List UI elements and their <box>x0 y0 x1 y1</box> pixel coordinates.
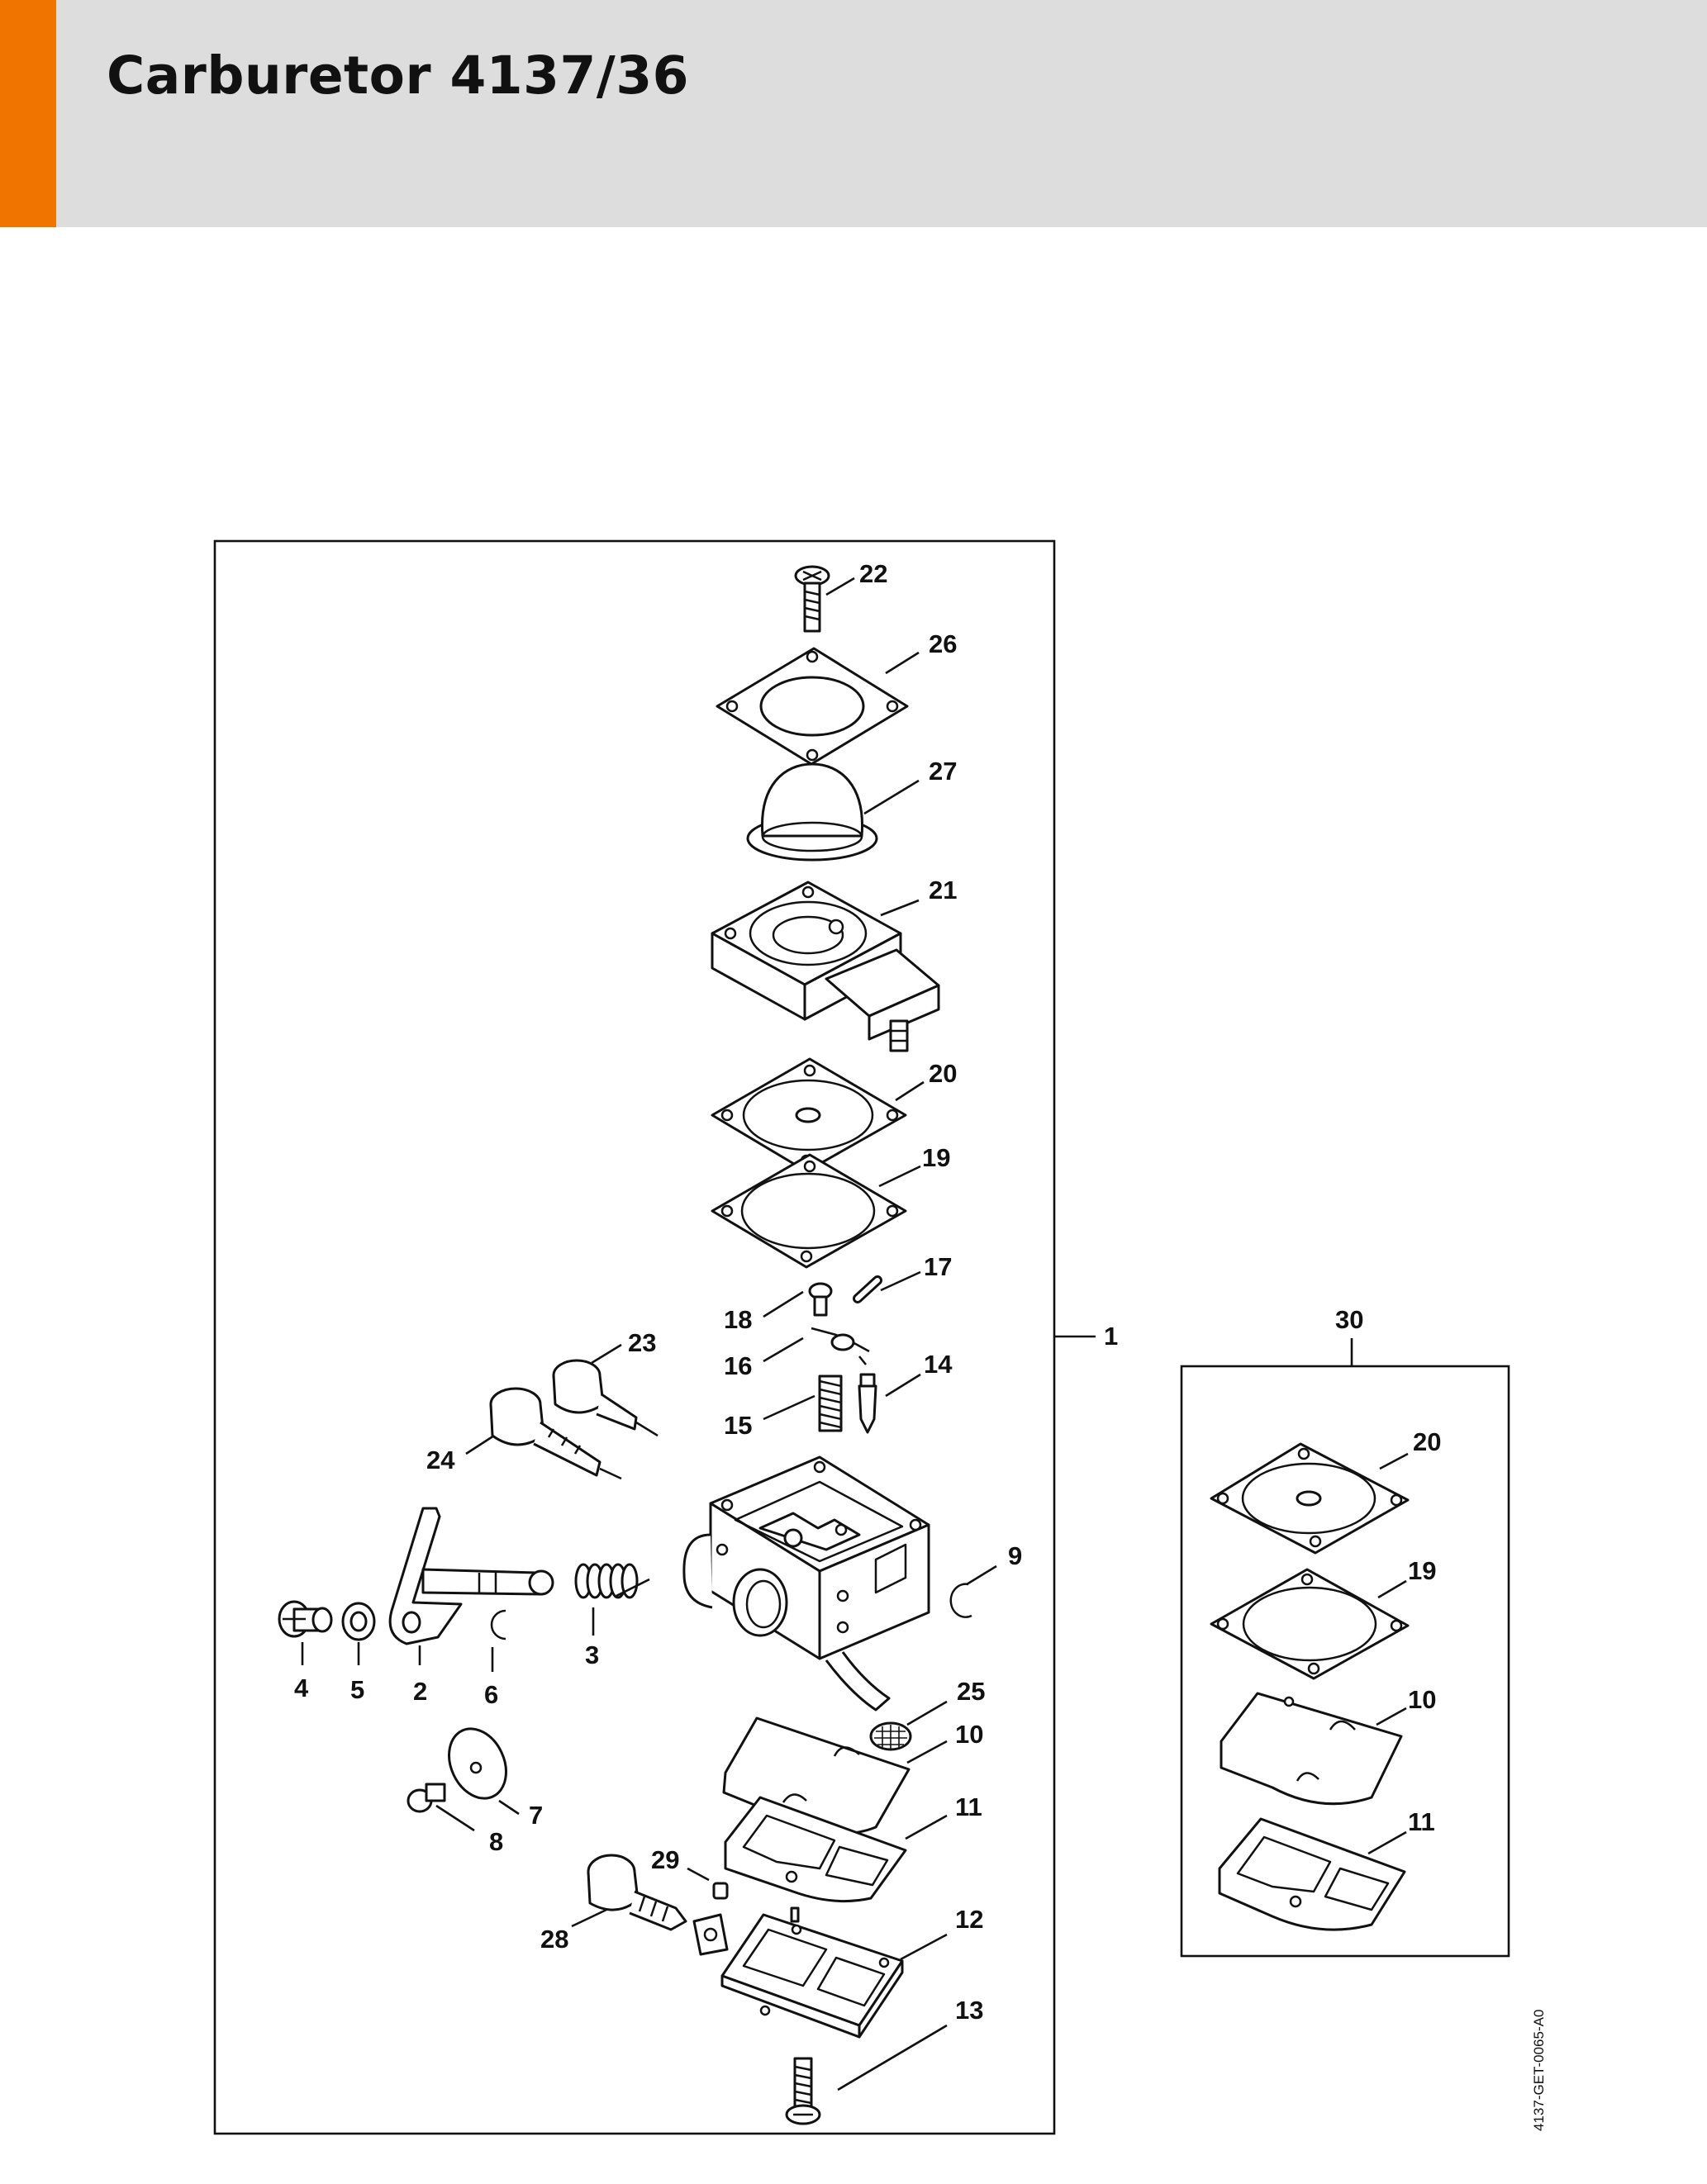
header-band <box>0 0 1707 227</box>
gasket-26 <box>716 647 909 766</box>
gasket-19 <box>711 1153 907 1269</box>
callout-15: 15 <box>724 1411 752 1440</box>
callout-11: 11 <box>955 1792 982 1821</box>
header-accent-bar <box>0 0 56 227</box>
callout-3: 3 <box>585 1640 599 1669</box>
carburetor-body <box>682 1455 930 1712</box>
spring-3 <box>574 1563 639 1599</box>
kit-metering-diaphragm-10 <box>1220 1692 1403 1806</box>
kit-callout-10: 10 <box>1408 1685 1436 1714</box>
throttle-plate-7 <box>448 1727 507 1800</box>
kit-callout-11: 11 <box>1408 1807 1435 1836</box>
kit-gasket-11 <box>1218 1817 1406 1931</box>
screen-25 <box>869 1721 912 1751</box>
leader-lines <box>301 577 1409 2091</box>
callout-19: 19 <box>922 1143 950 1172</box>
pump-cover-21 <box>711 881 940 1052</box>
pin-17 <box>853 1275 882 1303</box>
adjusting-screw-24 <box>489 1387 622 1480</box>
inlet-lever-16 <box>811 1327 870 1365</box>
callout-13: 13 <box>955 1996 983 2025</box>
callout-10: 10 <box>955 1720 983 1749</box>
gasket-11 <box>724 1796 907 1903</box>
page-title: Carburetor 4137/36 <box>107 45 689 106</box>
kit-gasket-19 <box>1210 1568 1410 1680</box>
e-clip-6 <box>490 1609 506 1640</box>
callout-7: 7 <box>529 1801 543 1830</box>
callout-26: 26 <box>929 629 957 658</box>
screw-8 <box>407 1783 446 1813</box>
callout-17: 17 <box>924 1252 952 1281</box>
screw-22 <box>794 565 830 633</box>
callout-21: 21 <box>929 876 957 904</box>
drawing-code: 4137-GET-0065-A0 <box>1531 2010 1547 2131</box>
adjusting-screw-23 <box>552 1359 659 1437</box>
callout-25: 25 <box>957 1677 985 1706</box>
plug-29 <box>712 1882 729 1900</box>
callout-9: 9 <box>1008 1541 1022 1570</box>
knob-4 <box>278 1600 333 1638</box>
callout-2: 2 <box>413 1677 427 1706</box>
screw-18 <box>808 1282 833 1317</box>
callout-12: 12 <box>955 1905 983 1934</box>
e-clip-9 <box>949 1583 972 1618</box>
callout-28: 28 <box>540 1925 568 1954</box>
callout-29: 29 <box>651 1845 679 1874</box>
callout-20: 20 <box>929 1059 957 1088</box>
callout-14: 14 <box>924 1350 953 1379</box>
callout-6: 6 <box>484 1680 498 1709</box>
callout-1: 1 <box>1104 1322 1118 1351</box>
metering-cover-12 <box>692 1906 904 2039</box>
primer-bulb-27 <box>746 762 878 862</box>
callout-16: 16 <box>724 1351 752 1380</box>
repair-kit-frame <box>1180 1365 1510 1958</box>
spring-15 <box>818 1374 843 1432</box>
callout-5: 5 <box>350 1675 364 1704</box>
inlet-needle-14 <box>858 1373 877 1434</box>
washer-5 <box>341 1602 376 1641</box>
callout-8: 8 <box>489 1827 503 1856</box>
screw-13 <box>785 2057 821 2125</box>
callout-27: 27 <box>929 757 957 786</box>
callout-30: 30 <box>1335 1305 1363 1334</box>
kit-callout-20: 20 <box>1413 1427 1441 1456</box>
kit-callout-19: 19 <box>1408 1556 1436 1585</box>
callout-24: 24 <box>426 1446 455 1474</box>
callout-4: 4 <box>294 1674 309 1702</box>
idle-screw-28 <box>587 1854 687 1931</box>
kit-diaphragm-20 <box>1210 1442 1410 1555</box>
callout-22: 22 <box>859 559 887 588</box>
callout-18: 18 <box>724 1305 752 1334</box>
shaft-2 <box>388 1507 554 1645</box>
callout-23: 23 <box>628 1328 656 1357</box>
